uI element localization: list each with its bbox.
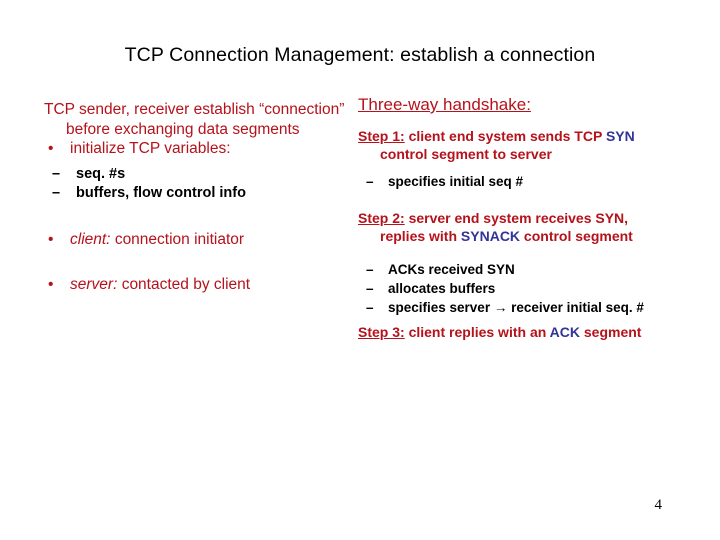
step-2-keyword-synack: SYNACK <box>460 228 521 245</box>
server-emphasis: server: <box>70 276 118 294</box>
sub-bullet-label: allocates buffers <box>388 280 496 296</box>
dash-marker-icon: – <box>366 261 374 277</box>
left-content-column: TCP sender, receiver establish “connecti… <box>44 100 354 295</box>
step-2-block: Step 2: server end system receives SYN, … <box>358 209 664 246</box>
step-2-label: Step 2: <box>358 209 405 226</box>
step-3-label: Step 3: <box>358 323 405 340</box>
sub-bullet-label: specifies server → receiver initial seq.… <box>388 299 644 315</box>
bullet-marker-icon: • <box>48 276 54 294</box>
dash-marker-icon: – <box>52 185 61 202</box>
intro-paragraph: TCP sender, receiver establish “connecti… <box>44 101 345 138</box>
step-3-keyword-ack: ACK <box>549 323 580 340</box>
sub-bullet-label: specifies initial seq # <box>388 173 524 189</box>
sub-bullet-label: seq. #s <box>76 165 126 182</box>
sub-bullet-buffers-flow-control: – buffers, flow control info <box>44 184 354 204</box>
dash-marker-icon: – <box>52 165 61 182</box>
bullet-marker-icon: • <box>48 140 54 158</box>
step-2-sub-acks-received-syn: – ACKs received SYN <box>358 260 664 279</box>
page-number: 4 <box>654 497 663 513</box>
dash-marker-icon: – <box>366 280 374 296</box>
step-1-text-b: control segment to server <box>380 146 552 163</box>
page-title: TCP Connection Management: establish a c… <box>124 44 596 66</box>
client-emphasis: client: <box>70 230 111 248</box>
right-content-column: Three-way handshake: Step 1: client end … <box>358 94 664 341</box>
step-2-text-b: control segment <box>520 228 633 245</box>
dash-marker-icon: – <box>366 299 374 315</box>
step-3-text-a: client replies with an <box>404 323 550 340</box>
bullet-client-role: • client: connection initiator <box>44 230 354 250</box>
step-2-sub-allocates-buffers: – allocates buffers <box>358 279 664 298</box>
step-3-block: Step 3: client replies with an ACK segme… <box>358 323 664 341</box>
step-1-text-a: client end system sends TCP <box>404 128 606 144</box>
step-1-keyword-syn: SYN <box>605 128 635 144</box>
step-2-text-a: server end system receives SYN, replies … <box>380 209 629 245</box>
step-1-label: Step 1: <box>358 128 405 144</box>
bullet-marker-icon: • <box>48 230 54 248</box>
sub-bullet-label: buffers, flow control info <box>76 185 246 202</box>
dash-marker-icon: – <box>366 173 374 189</box>
sub-bullet-seq-numbers: – seq. #s <box>44 165 354 185</box>
step-2-sub-specifies-server-receiver-seq: – specifies server → receiver initial se… <box>358 298 664 317</box>
step-1-sub-specifies-initial-seq: – specifies initial seq # <box>358 172 664 191</box>
server-description: contacted by client <box>121 276 251 294</box>
bullet-label: initialize TCP variables: <box>70 140 231 158</box>
client-description: connection initiator <box>114 230 245 248</box>
sub-bullet-label: ACKs received SYN <box>388 261 515 277</box>
bullet-initialize-tcp-variables: • initialize TCP variables: <box>44 139 354 159</box>
three-way-handshake-heading: Three-way handshake: <box>358 95 531 114</box>
bullet-server-role: • server: contacted by client <box>44 275 354 295</box>
step-3-text-b: segment <box>580 323 642 340</box>
step-1-block: Step 1: client end system sends TCP SYN … <box>358 127 664 164</box>
